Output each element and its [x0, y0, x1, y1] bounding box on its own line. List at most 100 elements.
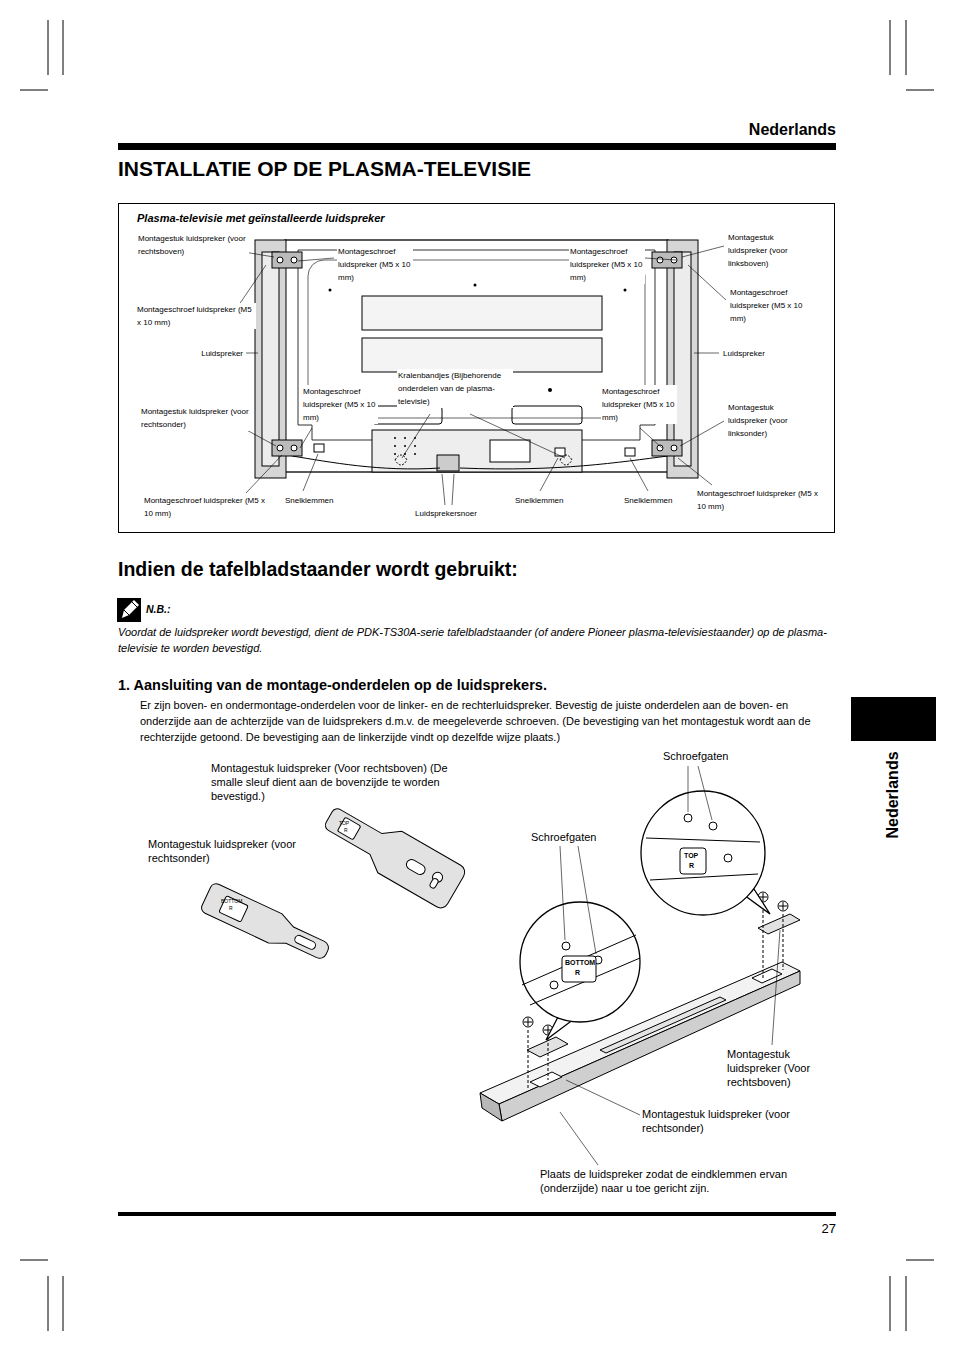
magnified-bracket	[522, 814, 760, 1005]
body-text: Er zijn boven- en ondermontage-onderdele…	[140, 697, 840, 745]
leader-line	[688, 265, 726, 300]
bracket-marking: R	[229, 905, 233, 911]
header-rule	[118, 143, 836, 150]
plasma-tv-back	[329, 289, 332, 292]
plasma-tv-back	[624, 289, 627, 292]
callout-label: Luidspreker	[722, 347, 766, 360]
plasma-tv-back	[292, 456, 668, 469]
page-number: 27	[822, 1221, 836, 1237]
callout-label: Luidsprekersnoer	[414, 507, 478, 520]
magnified-bracket	[709, 822, 717, 830]
screw	[778, 901, 788, 911]
note-icon	[124, 602, 137, 615]
callout-label: Snelklemmen	[514, 494, 564, 507]
figure-caption: Plasma-televisie met geïnstalleerde luid…	[137, 212, 385, 224]
callout-label: Montageschroef luidspreker (M5 x 10 mm)	[569, 245, 645, 284]
section-heading: Indien de tafelbladstaander wordt gebrui…	[118, 557, 518, 581]
plasma-tv-back	[285, 240, 682, 472]
loose-bracket-top	[429, 878, 439, 890]
plasma-tv-back	[394, 437, 396, 439]
plasma-tv-back	[362, 338, 602, 372]
leader-line	[540, 458, 558, 491]
leader-line	[772, 930, 780, 1045]
leader-line	[645, 258, 676, 260]
speaker-bracket	[652, 252, 682, 268]
callout-label: Luidspreker	[200, 347, 244, 360]
plasma-tv-back	[285, 240, 668, 472]
bracket-marking: TOP	[339, 820, 349, 826]
magnifier-callout	[520, 902, 640, 1022]
loose-bracket-bottom	[200, 882, 334, 967]
plasma-tv-back	[362, 296, 602, 330]
screw	[779, 902, 787, 910]
plasma-tv-back	[372, 406, 442, 424]
language-header: Nederlands	[749, 120, 836, 140]
leader-line	[303, 454, 318, 491]
leader-line	[678, 458, 712, 485]
part-label: Montagestuk luidspreker (Voor rechtsbove…	[211, 761, 473, 803]
callout-label: Montageschroef luidspreker (M5 x 10 mm)	[696, 487, 820, 513]
speaker-bracket	[291, 445, 297, 451]
leader-line	[630, 458, 648, 491]
plasma-tv-back	[625, 448, 635, 456]
magnified-bracket	[646, 838, 760, 842]
crop-mark	[20, 20, 934, 1331]
speaker-bracket	[277, 257, 677, 451]
screw	[524, 1018, 532, 1026]
speaker-bracket	[277, 257, 283, 263]
magnified-bracket	[522, 935, 636, 985]
plasma-tv-back	[512, 406, 582, 424]
leader-line	[300, 428, 312, 448]
plasma-tv-back	[394, 453, 396, 455]
plasma-tv-back	[555, 448, 565, 456]
magnified-bracket	[650, 874, 758, 880]
plasma-tv-back	[395, 455, 572, 465]
part-label: Schroefgaten	[531, 830, 596, 844]
bracket-marking: BOTTOM	[565, 958, 595, 967]
magnifier-callout	[520, 791, 770, 1040]
page-title: INSTALLATIE OP DE PLASMA-TELEVISIE	[118, 157, 531, 181]
note-icon	[117, 598, 141, 622]
magnified-bracket	[562, 942, 570, 950]
callout-label: Montageschroef luidspreker (M5 x 10 mm)	[136, 303, 256, 329]
magnified-bracket	[724, 854, 732, 862]
leader-line	[566, 1080, 640, 1115]
loose-bracket-bottom	[219, 896, 248, 922]
note-text: Voordat de luidspreker wordt bevestigd, …	[118, 624, 840, 656]
callout-label: Montagestuk luidspreker (voor rechtsonde…	[140, 405, 252, 431]
speaker	[262, 252, 279, 466]
note-label: N.B.:	[146, 603, 171, 616]
side-language-label: Nederlands	[883, 751, 903, 838]
plasma-tv-back	[394, 445, 396, 447]
bracket-marking: BOTTOM	[221, 898, 242, 904]
mounted-bracket	[758, 914, 800, 934]
callout-label: Snelklemmen	[284, 494, 334, 507]
loose-bracket-top	[317, 796, 467, 911]
callout-label: Montageschroef luidspreker (M5 x 10 mm)	[143, 494, 267, 520]
plasma-tv-back	[314, 444, 324, 452]
plasma-tv-back	[404, 445, 406, 447]
magnifier-callout	[641, 791, 765, 915]
magnified-bracket	[562, 956, 596, 982]
speaker-bracket	[657, 257, 663, 263]
magnified-bracket	[550, 981, 558, 989]
leader-line	[688, 766, 712, 820]
part-label: Montagestuk luidspreker (voor rechtsonde…	[642, 1107, 802, 1135]
loose-bracket-bottom	[200, 882, 334, 967]
callout-label: Kralenbandjes (Bijbehorende onderdelen v…	[397, 369, 513, 408]
instruction-text: Plaats de luidspreker zodat de eindklemm…	[540, 1167, 802, 1195]
leader-line	[246, 353, 258, 354]
callout-label: Montagestuk luidspreker (voor linksboven…	[727, 231, 809, 270]
plasma-tv-back	[329, 284, 627, 456]
speaker	[255, 240, 698, 478]
crop-mark	[20, 20, 934, 1331]
part-label: Schroefgaten	[663, 749, 728, 763]
callout-label: Montageschroef luidspreker (M5 x 10 mm)	[601, 385, 677, 424]
speaker	[674, 252, 691, 466]
leader-line	[560, 1112, 598, 1165]
speaker-bracket	[291, 257, 297, 263]
leader-line	[560, 846, 596, 954]
leader-line	[694, 353, 719, 354]
callout-label: Montagestuk luidspreker (voor rechtsbove…	[137, 232, 249, 258]
